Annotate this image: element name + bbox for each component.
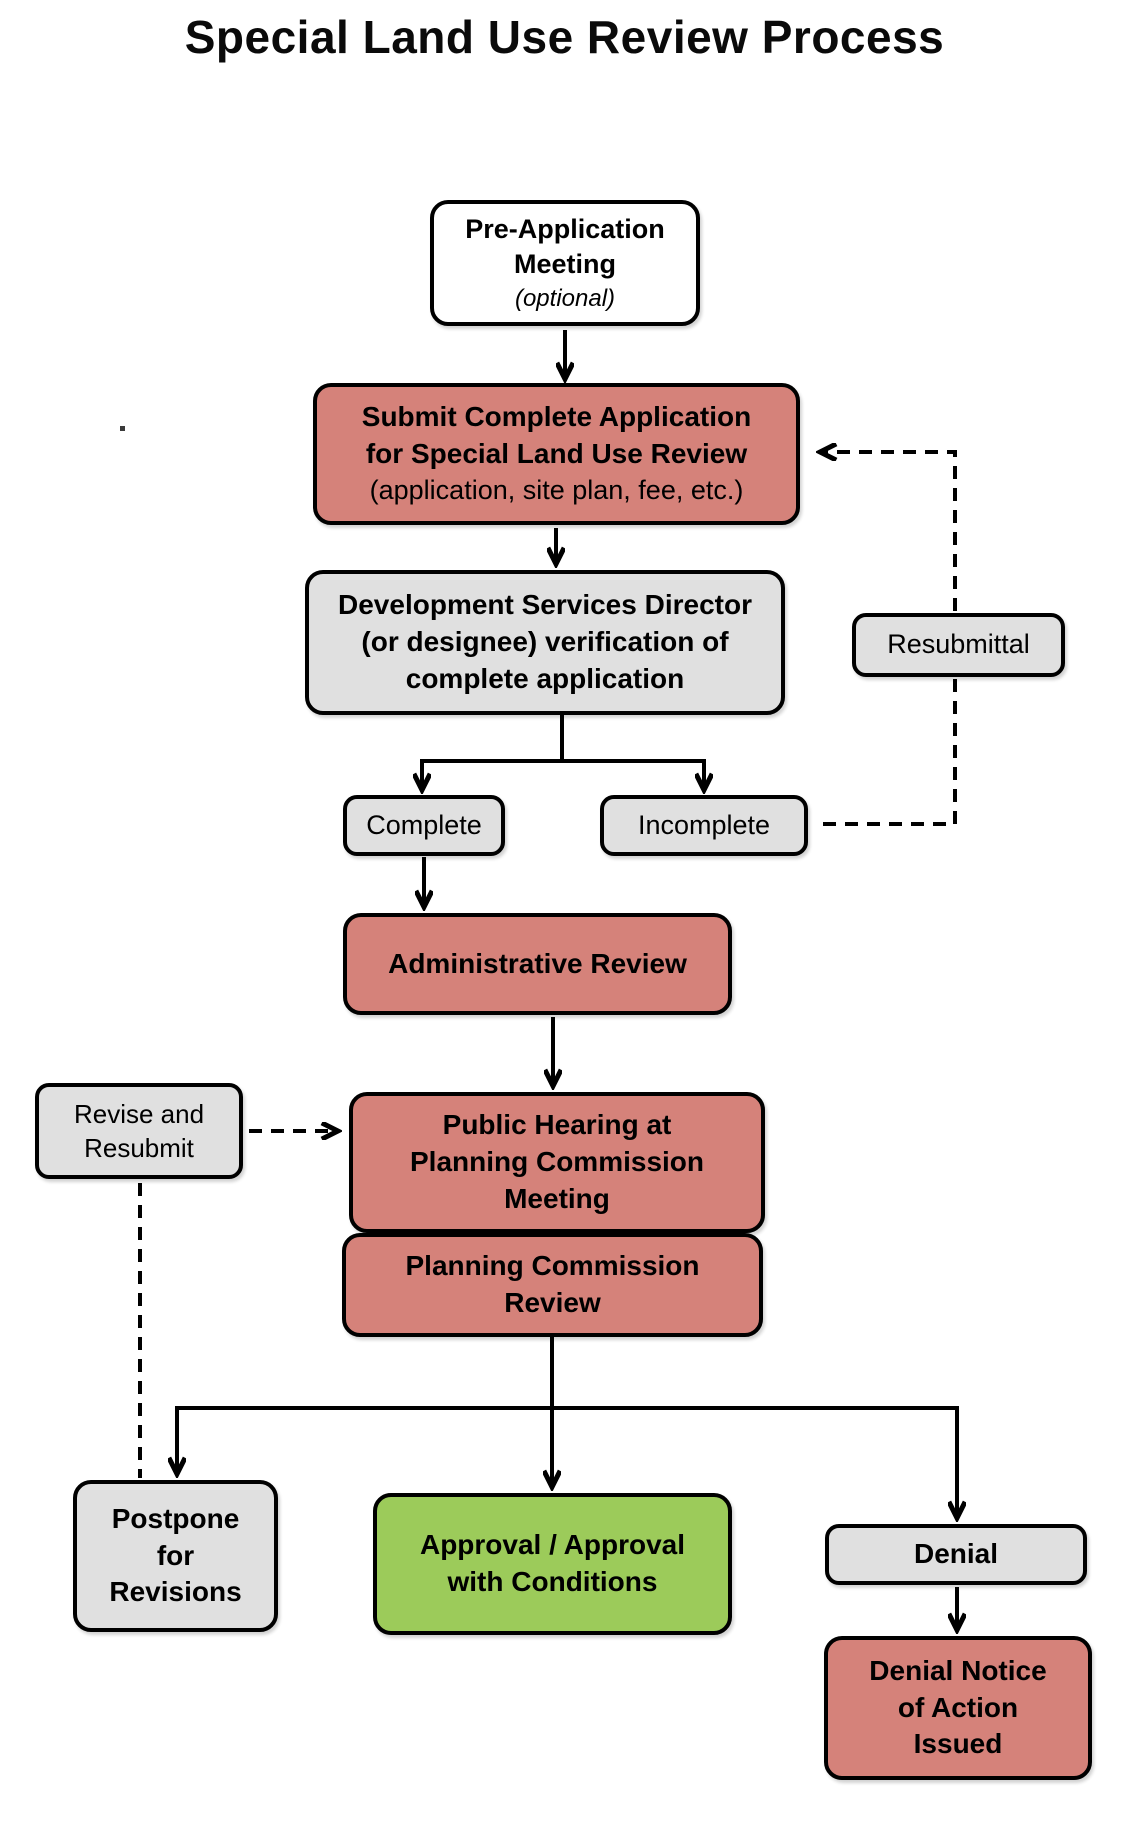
node-pre-application-meeting: Pre-Application Meeting (optional) bbox=[430, 200, 700, 326]
node-planning-commission-review: Planning Commission Review bbox=[342, 1233, 763, 1337]
split-pc-review bbox=[175, 1337, 959, 1410]
node-label: Development Services Director (or design… bbox=[338, 589, 752, 694]
node-note: (application, site plan, fee, etc.) bbox=[369, 475, 744, 506]
node-note: (optional) bbox=[514, 284, 616, 312]
node-label: Pre-Application Meeting bbox=[465, 213, 665, 280]
node-label: Complete bbox=[366, 809, 482, 840]
node-revise-and-resubmit: Revise and Resubmit bbox=[35, 1083, 243, 1179]
node-label: Submit Complete Application for Special … bbox=[361, 401, 752, 470]
node-label: Denial Notice of Action Issued bbox=[869, 1654, 1047, 1760]
node-approval: Approval / Approval with Conditions bbox=[373, 1493, 732, 1635]
node-submit-application: Submit Complete Application for Special … bbox=[313, 383, 800, 525]
node-incomplete: Incomplete bbox=[600, 795, 808, 856]
node-label: Incomplete bbox=[637, 809, 771, 840]
artifact-dot bbox=[120, 426, 125, 431]
node-label: Approval / Approval with Conditions bbox=[419, 1529, 685, 1597]
node-label: Postpone for Revisions bbox=[109, 1502, 242, 1608]
node-complete: Complete bbox=[343, 795, 505, 856]
node-label: Resubmittal bbox=[887, 629, 1030, 660]
node-label: Revise and Resubmit bbox=[73, 1098, 205, 1163]
node-administrative-review: Administrative Review bbox=[343, 913, 732, 1015]
node-postpone-for-revisions: Postpone for Revisions bbox=[73, 1480, 278, 1632]
node-public-hearing: Public Hearing at Planning Commission Me… bbox=[349, 1092, 765, 1233]
node-resubmittal: Resubmittal bbox=[852, 613, 1065, 677]
node-denial: Denial bbox=[825, 1524, 1087, 1585]
node-denial-notice: Denial Notice of Action Issued bbox=[824, 1636, 1092, 1780]
node-label: Planning Commission Review bbox=[405, 1250, 700, 1318]
page-title: Special Land Use Review Process bbox=[184, 11, 945, 63]
node-label: Denial bbox=[913, 1538, 999, 1570]
split-verification bbox=[420, 715, 706, 763]
dashed-incomplete-to-resubmittal bbox=[814, 679, 957, 826]
node-label: Administrative Review bbox=[388, 947, 687, 979]
node-label: Public Hearing at Planning Commission Me… bbox=[409, 1109, 705, 1214]
dashed-resubmittal-to-submit bbox=[820, 452, 957, 611]
node-director-verification: Development Services Director (or design… bbox=[305, 570, 785, 715]
